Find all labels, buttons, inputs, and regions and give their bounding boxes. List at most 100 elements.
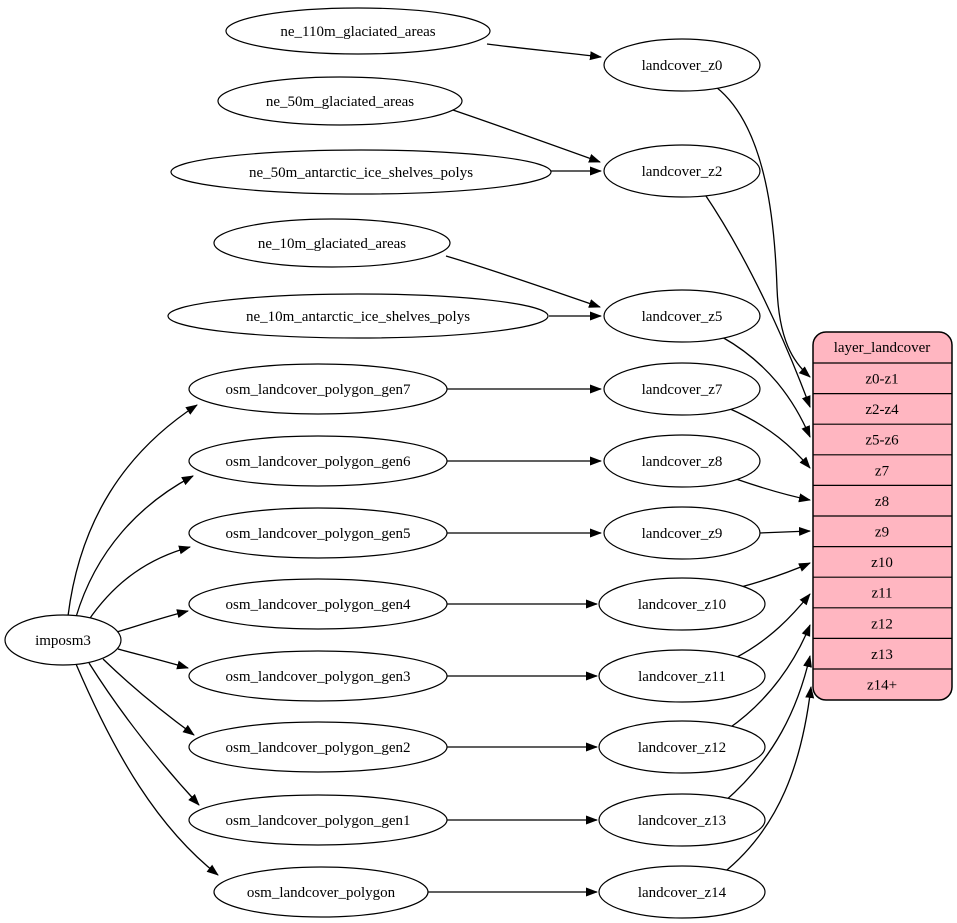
node-landcover-z5: landcover_z5 bbox=[603, 289, 761, 343]
table-row-z10: z10 bbox=[871, 555, 893, 571]
node-landcover-z0: landcover_z0 bbox=[603, 38, 761, 92]
source-label: osm_landcover_polygon_gen2 bbox=[226, 740, 411, 756]
node-osm-landcover-polygon: osm_landcover_polygon bbox=[213, 866, 429, 918]
intermediate-ellipse bbox=[598, 649, 766, 703]
node-osm-landcover-polygon-gen1: osm_landcover_polygon_gen1 bbox=[188, 794, 448, 846]
intermediate-label: landcover_z12 bbox=[638, 740, 726, 756]
source-label: ne_110m_glaciated_areas bbox=[280, 24, 435, 40]
node-landcover-z9: landcover_z9 bbox=[603, 506, 761, 560]
intermediate-ellipse bbox=[603, 144, 761, 198]
source-ellipse bbox=[188, 578, 448, 630]
table-row-z12: z12 bbox=[871, 616, 893, 632]
edge-z9-row bbox=[758, 526, 811, 536]
edge-z5-row bbox=[721, 336, 811, 438]
table-title: layer_landcover bbox=[834, 340, 931, 356]
node-landcover-z12: landcover_z12 bbox=[598, 720, 766, 774]
intermediate-label: landcover_z0 bbox=[642, 58, 723, 74]
node-osm-landcover-polygon-gen3: osm_landcover_polygon_gen3 bbox=[188, 650, 448, 702]
intermediate-ellipse bbox=[598, 865, 766, 919]
intermediate-ellipse bbox=[603, 434, 761, 488]
node-imposm3: imposm3 bbox=[4, 614, 122, 666]
edge-z11-row bbox=[734, 593, 811, 659]
source-ellipse bbox=[188, 650, 448, 702]
node-osm-landcover-polygon-gen2: osm_landcover_polygon_gen2 bbox=[188, 721, 448, 773]
source-label: osm_landcover_polygon_gen5 bbox=[226, 526, 411, 542]
edge-z13-row bbox=[723, 655, 812, 803]
edge-ne110m-z0 bbox=[486, 43, 602, 61]
intermediate-ellipse bbox=[603, 38, 761, 92]
source-ellipse bbox=[170, 149, 552, 195]
source-ellipse bbox=[213, 866, 429, 918]
table-row-z5-z6: z5-z6 bbox=[865, 433, 899, 449]
edge-imposm3-gen1 bbox=[88, 662, 200, 806]
edge-z0-row bbox=[715, 86, 811, 378]
edge-imposm3-polygon bbox=[75, 663, 219, 876]
source-ellipse bbox=[188, 721, 448, 773]
source-ellipse bbox=[188, 363, 448, 415]
intermediate-label: landcover_z10 bbox=[638, 597, 726, 613]
source-label: ne_10m_glaciated_areas bbox=[258, 236, 406, 252]
intermediate-ellipse bbox=[603, 289, 761, 343]
edge-imposm3-gen7 bbox=[67, 404, 198, 617]
node-osm-landcover-polygon-gen6: osm_landcover_polygon_gen6 bbox=[188, 435, 448, 487]
edge-z2-row bbox=[703, 192, 811, 408]
table-row-z0-z1: z0-z1 bbox=[865, 372, 898, 388]
intermediate-ellipse bbox=[598, 793, 766, 847]
source-ellipse bbox=[213, 218, 451, 268]
source-ellipse bbox=[225, 7, 491, 55]
edge-imposm3-gen5 bbox=[87, 545, 191, 622]
source-label: ne_50m_antarctic_ice_shelves_polys bbox=[249, 165, 473, 181]
table-row-z8: z8 bbox=[875, 494, 889, 510]
source-label: osm_landcover_polygon bbox=[247, 885, 396, 901]
intermediate-ellipse bbox=[603, 362, 761, 416]
edge-z8-row bbox=[735, 478, 811, 503]
edge-imposm3-gen2 bbox=[102, 658, 195, 736]
source-label: osm_landcover_polygon_gen4 bbox=[226, 597, 411, 613]
node-landcover-z8: landcover_z8 bbox=[603, 434, 761, 488]
node-osm-landcover-polygon-gen7: osm_landcover_polygon_gen7 bbox=[188, 363, 448, 415]
node-ne-50m-glaciated-areas: ne_50m_glaciated_areas bbox=[217, 76, 463, 126]
table-row-z2-z4: z2-z4 bbox=[865, 402, 899, 418]
source-label: ne_10m_antarctic_ice_shelves_polys bbox=[246, 309, 470, 325]
intermediate-label: landcover_z13 bbox=[638, 813, 726, 829]
source-ellipse bbox=[167, 293, 549, 339]
intermediate-ellipse bbox=[603, 506, 761, 560]
intermediate-label: landcover_z9 bbox=[642, 526, 723, 542]
edge-z10-row bbox=[740, 562, 811, 588]
source-ellipse bbox=[188, 794, 448, 846]
node-landcover-z2: landcover_z2 bbox=[603, 144, 761, 198]
source-label: osm_landcover_polygon_gen7 bbox=[226, 382, 411, 398]
source-label: osm_landcover_polygon_gen6 bbox=[226, 454, 411, 470]
imposm3-ellipse bbox=[4, 614, 122, 666]
imposm3-label: imposm3 bbox=[35, 633, 91, 649]
source-ellipse bbox=[188, 507, 448, 559]
edge-z7-row bbox=[727, 407, 811, 469]
intermediate-ellipse bbox=[598, 720, 766, 774]
node-osm-landcover-polygon-gen5: osm_landcover_polygon_gen5 bbox=[188, 507, 448, 559]
table-layer-landcover: layer_landcover z0-z1 z2-z4 z5-z6 z7 z8 … bbox=[812, 331, 953, 701]
node-landcover-z7: landcover_z7 bbox=[603, 362, 761, 416]
node-landcover-z11: landcover_z11 bbox=[598, 649, 766, 703]
intermediate-label: landcover_z11 bbox=[638, 669, 726, 685]
edge-imposm3-gen6 bbox=[75, 475, 194, 618]
table-row-z14plus: z14+ bbox=[867, 678, 897, 694]
intermediate-label: landcover_z8 bbox=[642, 454, 723, 470]
node-ne-50m-antarctic-ice-shelves-polys: ne_50m_antarctic_ice_shelves_polys bbox=[170, 149, 552, 195]
node-landcover-z14: landcover_z14 bbox=[598, 865, 766, 919]
source-label: ne_50m_glaciated_areas bbox=[266, 94, 414, 110]
node-landcover-z13: landcover_z13 bbox=[598, 793, 766, 847]
node-ne-10m-antarctic-ice-shelves-polys: ne_10m_antarctic_ice_shelves_polys bbox=[167, 293, 549, 339]
intermediate-label: landcover_z7 bbox=[642, 382, 723, 398]
node-osm-landcover-polygon-gen4: osm_landcover_polygon_gen4 bbox=[188, 578, 448, 630]
edge-group bbox=[67, 43, 815, 897]
intermediate-label: landcover_z5 bbox=[642, 309, 723, 325]
table-row-z7: z7 bbox=[875, 463, 890, 479]
source-label: osm_landcover_polygon_gen1 bbox=[226, 813, 411, 829]
table-row-z9: z9 bbox=[875, 525, 889, 541]
node-ne-10m-glaciated-areas: ne_10m_glaciated_areas bbox=[213, 218, 451, 268]
table-row-z13: z13 bbox=[871, 647, 893, 663]
node-group: imposm3 ne_110m_glaciated_areas ne_50m_g… bbox=[4, 7, 766, 919]
intermediate-ellipse bbox=[598, 577, 766, 631]
table-row-z11: z11 bbox=[871, 586, 892, 602]
